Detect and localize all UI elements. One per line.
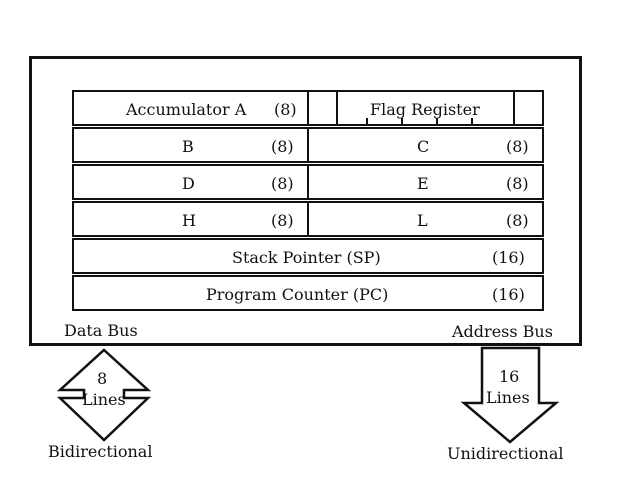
flag-register-label: Flag Register [370,100,480,119]
register-c-bits: (8) [506,137,529,156]
register-block: Accumulator A (8) Flag Register B (8) C … [72,90,544,311]
register-c-label: C [417,137,430,156]
address-lines-word: Lines [486,388,530,407]
divider [307,92,309,124]
divider [307,166,309,198]
divider [307,129,309,161]
register-row-de: D (8) E (8) [72,164,544,200]
register-row-stack-pointer: Stack Pointer (SP) (16) [72,238,544,274]
data-bus-label: Data Bus [64,321,138,340]
register-row-hl: H (8) L (8) [72,201,544,237]
address-lines-number: 16 [499,367,520,386]
data-lines-word: Lines [82,390,126,409]
cpu-outline [29,56,582,346]
register-d-bits: (8) [271,174,294,193]
flag-divider-right [513,92,515,124]
program-counter-label: Program Counter (PC) [206,285,389,304]
address-bus-label: Address Bus [452,322,553,341]
flag-bit-tick [401,118,403,124]
flag-bit-tick [471,118,473,124]
register-e-label: E [417,174,429,193]
data-lines-number: 8 [97,369,108,388]
flag-bit-tick [366,118,368,124]
register-l-label: L [417,211,428,230]
flag-divider-left [336,92,338,124]
register-row-accumulator: Accumulator A (8) Flag Register [72,90,544,126]
bidirectional-label: Bidirectional [48,442,153,461]
register-row-bc: B (8) C (8) [72,127,544,163]
register-l-bits: (8) [506,211,529,230]
flag-bit-tick [436,118,438,124]
divider [307,203,309,235]
stack-pointer-label: Stack Pointer (SP) [232,248,381,267]
stack-pointer-bits: (16) [492,248,525,267]
register-b-bits: (8) [271,137,294,156]
unidirectional-arrow-icon [460,346,560,444]
unidirectional-label: Unidirectional [447,444,564,463]
program-counter-bits: (16) [492,285,525,304]
register-h-bits: (8) [271,211,294,230]
register-e-bits: (8) [506,174,529,193]
accumulator-label: Accumulator A [126,100,247,119]
register-h-label: H [182,211,196,230]
register-d-label: D [182,174,195,193]
bidirectional-arrow-icon [56,348,152,442]
register-b-label: B [182,137,194,156]
register-row-program-counter: Program Counter (PC) (16) [72,275,544,311]
accumulator-bits: (8) [274,100,297,119]
